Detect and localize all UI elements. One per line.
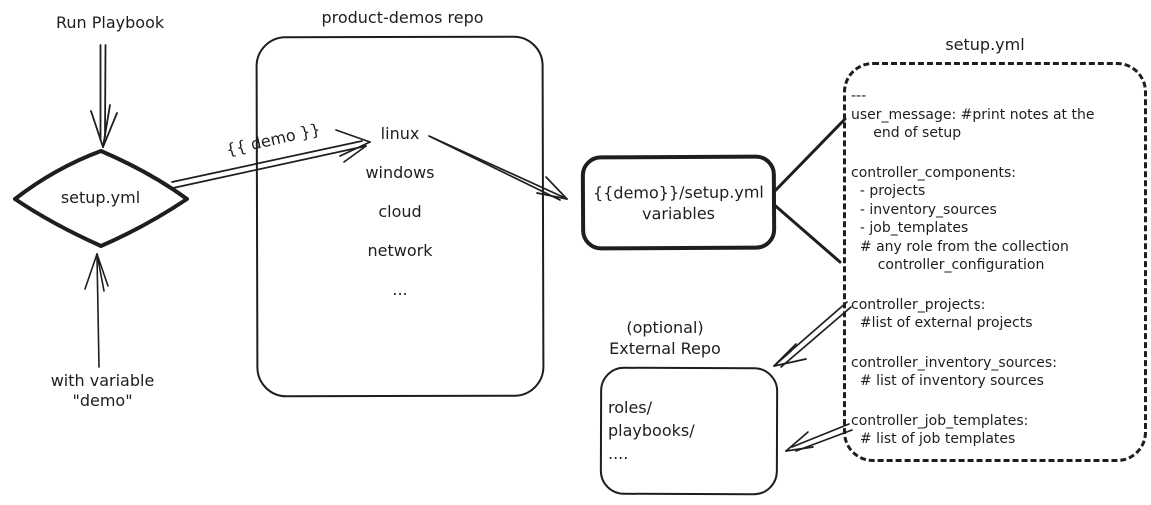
arrow-run-playbook (90, 44, 118, 148)
repo-title: product-demos repo (321, 8, 484, 27)
yaml-gap (851, 334, 1143, 355)
yaml-gap (851, 276, 1143, 297)
with-variable-value: "demo" (72, 391, 133, 410)
run-playbook-label: Run Playbook (56, 13, 165, 32)
yaml-line: # list of inventory sources (851, 373, 1044, 389)
arrow-demo-to-linux (171, 129, 371, 189)
external-item-roles: roles/ (608, 398, 653, 417)
yaml-gap (851, 144, 1143, 165)
arrow-job-templates-to-external-repo (785, 423, 853, 452)
yaml-line: - projects (851, 183, 926, 199)
yaml-line: controller_configuration (851, 257, 1045, 273)
yaml-line: --- (851, 88, 867, 104)
variables-box-line1: {{demo}}/setup.yml (592, 182, 764, 202)
repo-item-cloud: cloud (378, 202, 422, 221)
repo-item-more: ... (392, 280, 408, 299)
variables-box-line2: variables (642, 203, 716, 223)
arrow-with-variable (84, 253, 109, 368)
external-item-playbooks: playbooks/ (608, 421, 695, 440)
diamond-label: setup.yml (60, 188, 141, 207)
diamond-shape (13, 149, 189, 248)
repo-item-linux: linux (380, 124, 420, 143)
repo-item-windows: windows (365, 163, 435, 182)
arrow-linux-to-variables (428, 135, 568, 201)
yaml-line: # any role from the collection (851, 238, 1069, 255)
yaml-line: controller_projects: (851, 296, 986, 313)
yaml-line: #list of external projects (851, 315, 1033, 331)
yaml-line: end of setup (851, 125, 962, 141)
yaml-line: controller_components: (851, 164, 1016, 181)
external-repo-note: (optional) (626, 318, 704, 337)
yaml-line: controller_job_templates: (851, 412, 1029, 429)
external-repo-title: External Repo (609, 339, 721, 358)
yaml-line: - job_templates (851, 220, 969, 236)
arrow-projects-to-external-repo (773, 301, 852, 368)
external-repo-items: roles/ playbooks/ .... (608, 396, 695, 465)
yaml-line: # list of job templates (851, 431, 1016, 447)
setup-yml-content: --- user_message: #print notes at the en… (851, 88, 1143, 450)
setup-yml-title: setup.yml (945, 35, 1025, 54)
yaml-gap (851, 392, 1143, 413)
external-item-more: .... (608, 444, 629, 463)
repo-item-list: linux windows cloud network ... (327, 124, 473, 319)
yaml-line: controller_inventory_sources: (851, 354, 1057, 371)
fanout-variables-to-setupyml (768, 117, 847, 264)
repo-item-network: network (367, 241, 433, 260)
yaml-line: - inventory_sources (851, 201, 997, 218)
yaml-line: user_message: #print notes at the (851, 106, 1095, 123)
with-variable-label: with variable (50, 371, 155, 390)
setup-yml-box (843, 62, 1147, 462)
variables-box: {{demo}}/setup.yml variables (580, 154, 777, 251)
